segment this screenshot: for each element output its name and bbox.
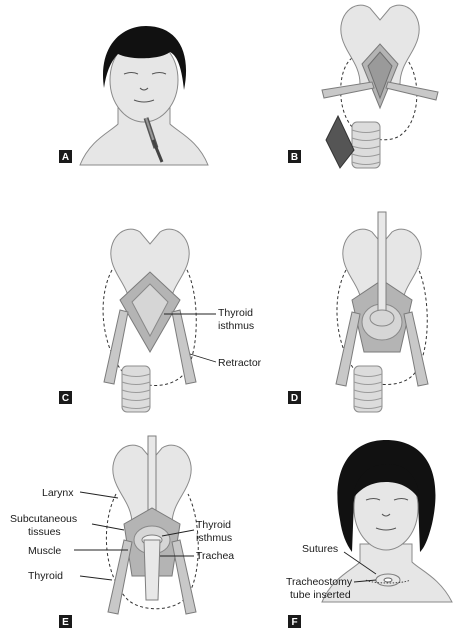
panel-a-letter: A [62,152,69,163]
retractor-e-right [172,540,196,614]
panel-b: B [288,5,438,168]
tracheostomy-tube-e [144,540,160,600]
panel-d: D [288,212,428,412]
panel-c-letter: C [62,393,69,404]
label-muscle-e: Muscle [28,545,61,557]
panel-f: Sutures Tracheostomy tube inserted F [286,440,452,628]
label-tube-inserted-f: tube inserted [290,589,351,601]
scalpel-b [326,116,354,168]
trachea-b [352,122,380,168]
panel-e-letter: E [62,617,69,628]
label-thyroid-isthmus-e-2: isthmus [196,532,232,544]
tube-opening-f [384,578,392,582]
leader-subcutaneous-e [92,524,124,530]
label-retractor-c: Retractor [218,357,262,369]
tracheal-hook-d [378,212,386,312]
leader-retractor-c [190,354,216,362]
patient-head-a [80,26,208,165]
retractor-b-left [322,82,374,98]
label-subcutaneous-e: Subcutaneous [10,513,77,525]
tracheal-window-d [370,310,394,326]
retractor-b-right [386,82,438,100]
leader-larynx-e [80,492,118,498]
label-sutures-f: Sutures [302,543,338,555]
panel-f-letter: F [291,617,297,628]
panel-c: Thyroid isthmus Retractor C [59,229,262,412]
trachea-d [354,366,382,412]
panel-e: Larynx Subcutaneous tissues Muscle Thyro… [10,436,234,628]
retractor-e-left [108,540,132,614]
trachea-c [122,366,150,412]
label-thyroid-e: Thyroid [28,570,63,582]
label-thyroid-c: Thyroid [218,307,253,319]
label-trachea-e: Trachea [196,550,234,562]
panel-b-letter: B [291,152,298,163]
leader-thyroid-e [80,576,112,580]
label-thyroid-isthmus-e-1: Thyroid [196,519,231,531]
label-tracheostomy-f: Tracheostomy [286,576,353,588]
retractor-c-right [172,310,196,384]
panel-d-letter: D [291,393,298,404]
label-isthmus-c: isthmus [218,320,254,332]
label-larynx-e: Larynx [42,487,74,499]
label-tissues-e: tissues [28,526,61,538]
panel-a: A [59,26,208,165]
